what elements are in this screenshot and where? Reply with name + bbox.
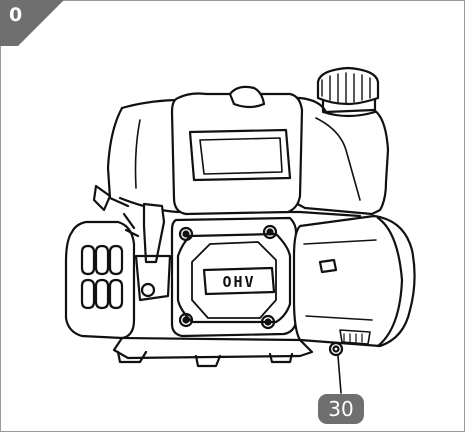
engine-base <box>112 336 344 368</box>
ohv-plate-label: OHV <box>222 273 256 291</box>
recoil-starter <box>292 214 416 348</box>
step-badge-shape <box>0 0 64 46</box>
choke-lever <box>134 202 172 302</box>
cylinder-head <box>170 216 298 338</box>
air-filter-cover <box>64 184 140 340</box>
callout-badge-30: 30 <box>318 394 364 424</box>
callout-number: 30 <box>328 397 354 421</box>
callout-leader-line <box>337 355 342 394</box>
top-housing <box>170 85 304 216</box>
step-number: 0 <box>9 4 23 26</box>
fuel-cap <box>316 66 380 118</box>
